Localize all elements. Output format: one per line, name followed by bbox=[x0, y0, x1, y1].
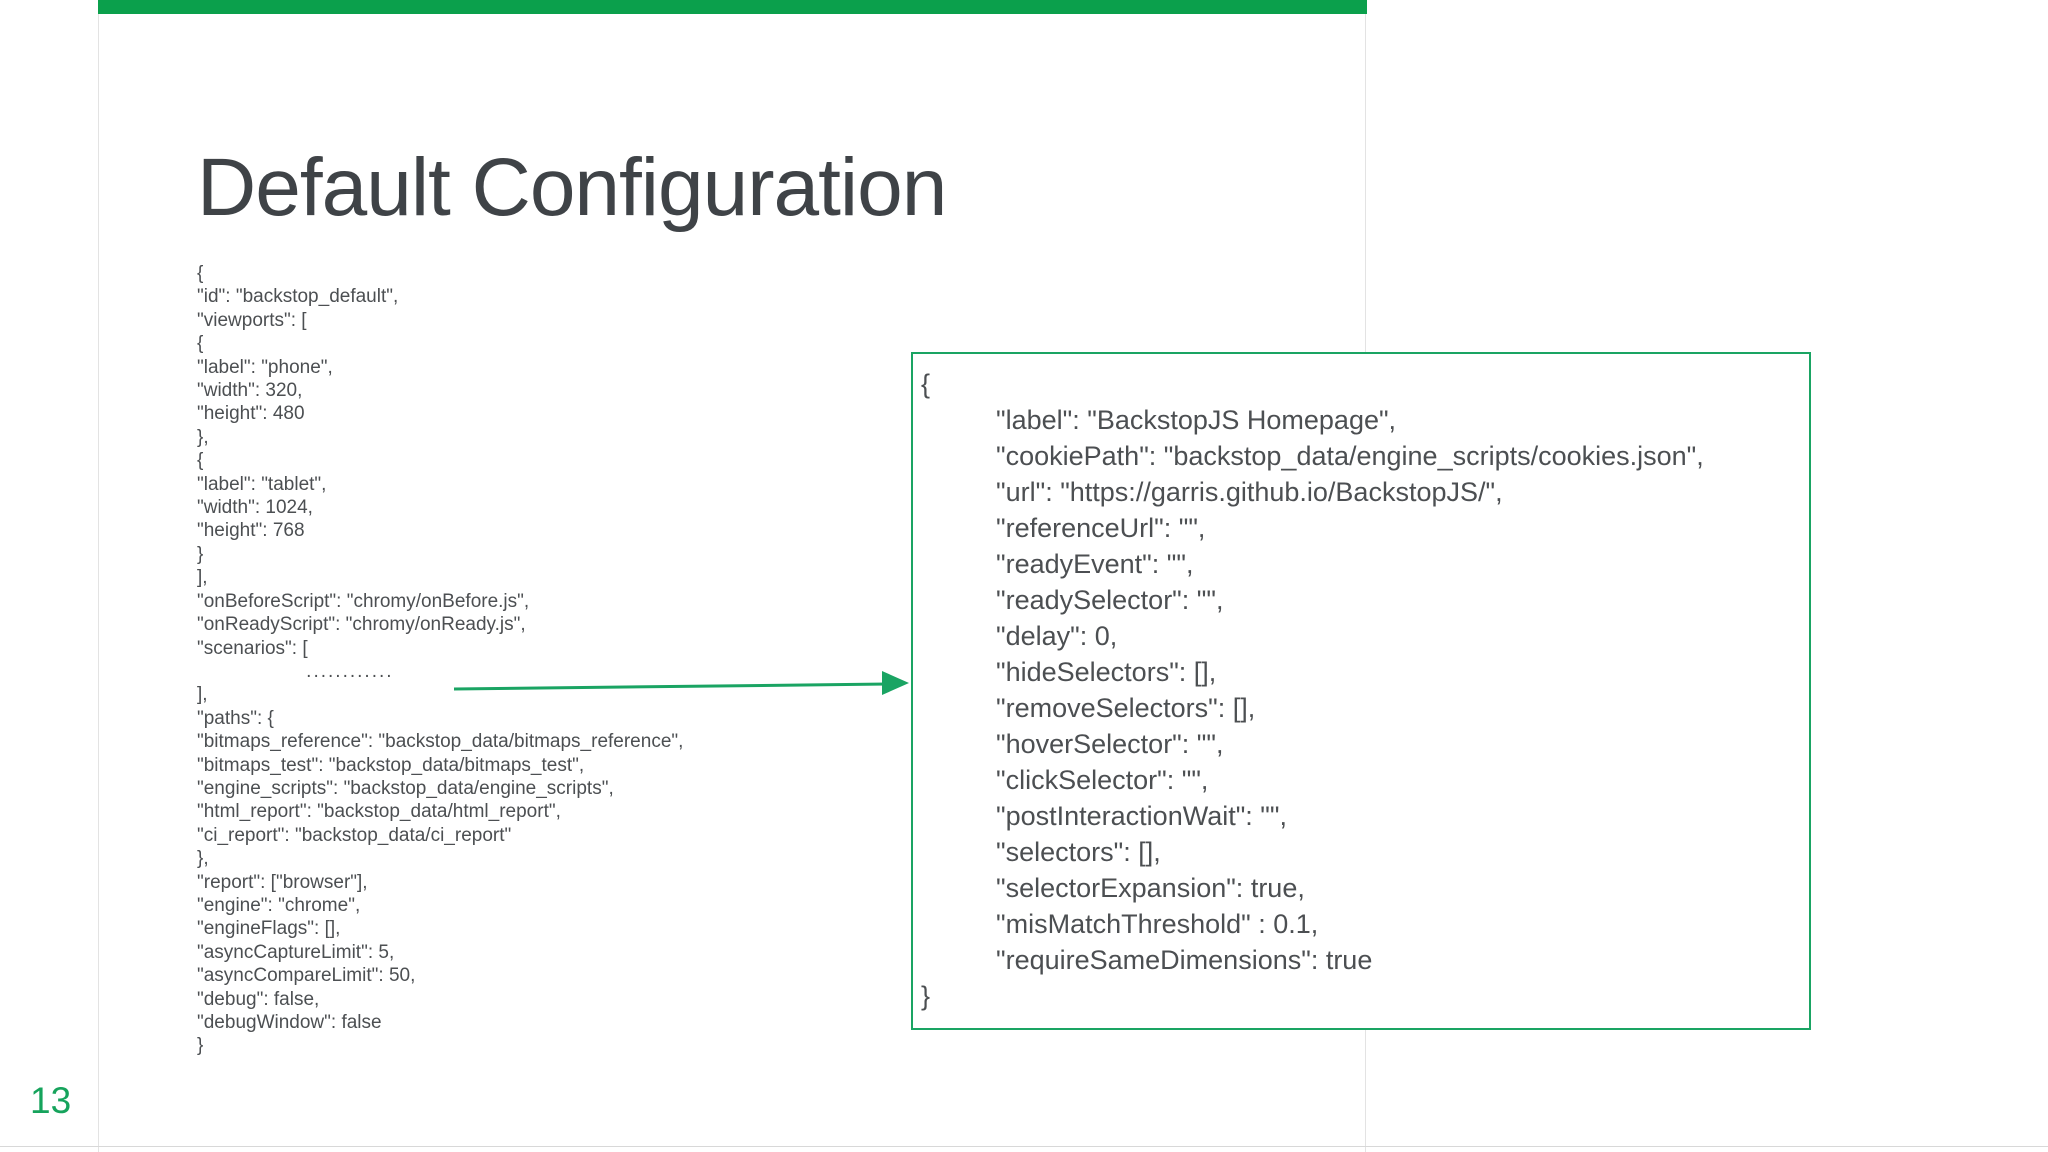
code-line: } bbox=[921, 981, 931, 1011]
code-line: } bbox=[197, 543, 204, 565]
code-line: "engineFlags": [], bbox=[197, 918, 341, 940]
code-line: "delay": 0, bbox=[921, 621, 1118, 651]
code-line: "bitmaps_test": "backstop_data/bitmaps_t… bbox=[197, 754, 585, 776]
code-line: "scenarios": [ bbox=[197, 637, 308, 659]
code-line: "readyEvent": "", bbox=[921, 549, 1194, 579]
code-line: "requireSameDimensions": true bbox=[921, 945, 1373, 975]
code-line: "label": "tablet", bbox=[197, 473, 327, 495]
code-line: "id": "backstop_default", bbox=[197, 286, 399, 308]
code-line: "cookiePath": "backstop_data/engine_scri… bbox=[921, 441, 1704, 471]
slide-accent-bar bbox=[98, 0, 1367, 14]
code-line: "width": 1024, bbox=[197, 497, 313, 519]
code-line: { bbox=[921, 369, 931, 399]
code-line: "label": "phone", bbox=[197, 356, 333, 378]
code-line: "report": ["browser"], bbox=[197, 871, 368, 893]
code-line: "label": "BackstopJS Homepage", bbox=[921, 405, 1397, 435]
code-line: }, bbox=[197, 848, 209, 870]
code-line: "bitmaps_reference": "backstop_data/bitm… bbox=[197, 731, 684, 753]
code-line: "onReadyScript": "chromy/onReady.js", bbox=[197, 614, 526, 636]
bottom-edge-rule bbox=[0, 1146, 2048, 1147]
code-line: "hoverSelector": "", bbox=[921, 729, 1224, 759]
code-line: ............ bbox=[197, 660, 394, 682]
code-line: "selectorExpansion": true, bbox=[921, 873, 1305, 903]
code-line: "height": 480 bbox=[197, 403, 305, 425]
code-line: "width": 320, bbox=[197, 380, 303, 402]
code-line: "viewports": [ bbox=[197, 309, 307, 331]
code-line: "postInteractionWait": "", bbox=[921, 801, 1287, 831]
code-line: "height": 768 bbox=[197, 520, 305, 542]
code-line: "selectors": [], bbox=[921, 837, 1161, 867]
code-line: { bbox=[197, 450, 204, 472]
code-line: "engine": "chrome", bbox=[197, 894, 361, 916]
code-line: }, bbox=[197, 426, 209, 448]
code-line: "hideSelectors": [], bbox=[921, 657, 1217, 687]
code-line: { bbox=[197, 333, 204, 355]
code-line: "clickSelector": "", bbox=[921, 765, 1209, 795]
code-line: "asyncCompareLimit": 50, bbox=[197, 965, 416, 987]
slide-title: Default Configuration bbox=[197, 142, 947, 233]
code-line: } bbox=[197, 1035, 204, 1057]
scenario-callout-box: { "label": "BackstopJS Homepage", "cooki… bbox=[911, 352, 1811, 1030]
default-config-code-block: {"id": "backstop_default","viewports": [… bbox=[197, 262, 683, 1058]
code-line: "debug": false, bbox=[197, 988, 320, 1010]
scenario-config-code-block: { "label": "BackstopJS Homepage", "cooki… bbox=[921, 366, 1704, 1014]
code-line: "engine_scripts": "backstop_data/engine_… bbox=[197, 777, 614, 799]
code-line: "ci_report": "backstop_data/ci_report" bbox=[197, 824, 512, 846]
code-line: ], bbox=[197, 567, 208, 589]
code-line: "readySelector": "", bbox=[921, 585, 1224, 615]
code-line: ], bbox=[197, 684, 208, 706]
code-line: "misMatchThreshold" : 0.1, bbox=[921, 909, 1319, 939]
code-line: "debugWindow": false bbox=[197, 1012, 382, 1033]
code-line: "removeSelectors": [], bbox=[921, 693, 1256, 723]
code-line: "html_report": "backstop_data/html_repor… bbox=[197, 801, 561, 823]
code-line: "referenceUrl": "", bbox=[921, 513, 1206, 543]
code-line: "onBeforeScript": "chromy/onBefore.js", bbox=[197, 590, 530, 612]
code-line: "asyncCaptureLimit": 5, bbox=[197, 941, 395, 963]
code-line: "paths": { bbox=[197, 707, 274, 729]
code-line: { bbox=[197, 263, 204, 284]
code-line: "url": "https://garris.github.io/Backsto… bbox=[921, 477, 1503, 507]
slide-page-number: 13 bbox=[30, 1080, 72, 1121]
